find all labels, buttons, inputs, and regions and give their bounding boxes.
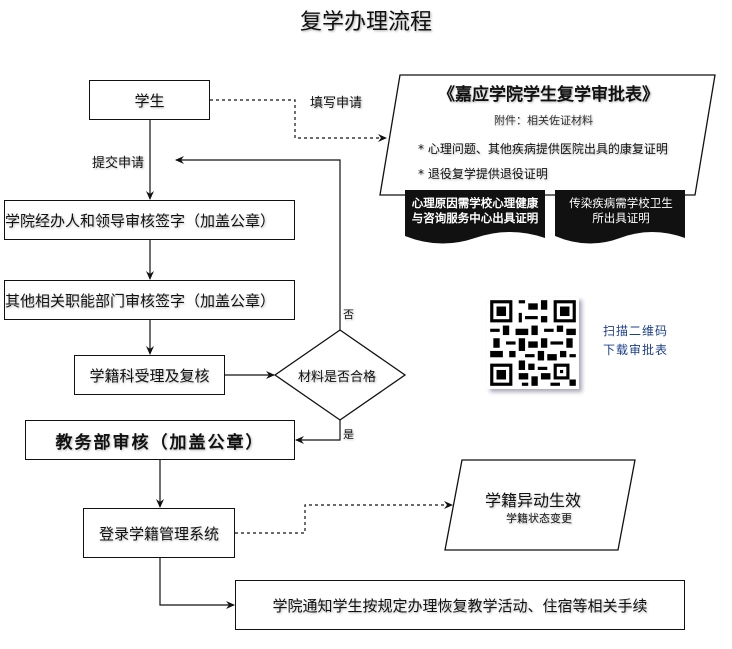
- page-title: 复学办理流程: [299, 10, 432, 35]
- node-system-entry: 登录学籍管理系统: [83, 508, 235, 558]
- form-item: * 心理问题、其他疾病提供医院出具的康复证明: [418, 142, 668, 156]
- doc-infect-text: 传染疾病需学校卫生所出具证明: [569, 196, 673, 225]
- form-shape: [379, 74, 716, 196]
- node-academic-affairs: 教务部审核（加盖公章）: [25, 420, 295, 460]
- edge-label-no: 否: [343, 308, 354, 321]
- status-subtitle: 学籍状态变更: [506, 512, 572, 525]
- doc-shape-psych: [405, 190, 545, 244]
- form-title: 《嘉应学院学生复学审批表》: [438, 85, 659, 105]
- node-dept-review: 其他相关职能部门审核签字（加盖公章）: [4, 280, 295, 320]
- qr-caption-line2: 下载审批表: [603, 343, 669, 357]
- node-registry-review: 学籍科受理及复核: [74, 355, 225, 395]
- node-notify: 学院通知学生按规定办理恢复教学活动、住宿等相关手续: [235, 580, 685, 630]
- form-attachment: 附件：相关佐证材料: [494, 114, 593, 127]
- status-title: 学籍异动生效: [485, 491, 582, 510]
- decision-label: 材料是否合格: [298, 370, 377, 385]
- status-shape: [444, 459, 636, 551]
- node-college-review: 学院经办人和领导审核签字（加盖公章）: [4, 200, 295, 240]
- form-item: * 退役复学提供退役证明: [418, 167, 548, 181]
- edge-label-fill: 填写申请: [310, 96, 363, 111]
- qr-caption-line1: 扫描二维码: [603, 324, 669, 338]
- doc-psych-text: 心理原因需学校心理健康与咨询服务中心出具证明: [411, 196, 539, 225]
- edge-label-yes: 是: [343, 428, 354, 441]
- qr-code-icon[interactable]: [487, 297, 579, 389]
- doc-shape-infect: [555, 190, 685, 244]
- edge-label-submit: 提交申请: [92, 156, 145, 171]
- node-student: 学生: [89, 80, 210, 120]
